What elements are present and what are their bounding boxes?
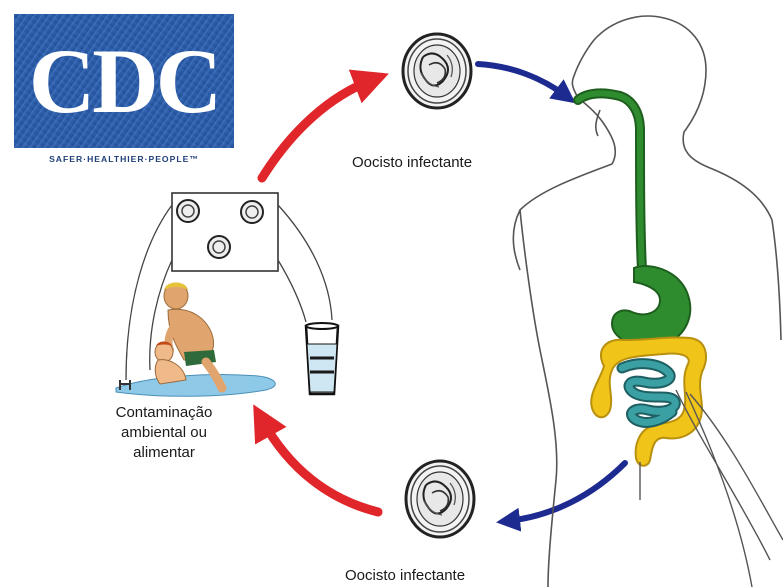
oocyst-bottom-icon (406, 461, 474, 537)
human-body-outline (513, 16, 781, 587)
environment-label-line-1: Contaminação (84, 403, 244, 423)
cdc-logo: CDC SAFER·HEALTHIER·PEOPLE™ (14, 14, 234, 164)
blue-arrow-to-mouth (478, 64, 566, 96)
glass-of-water-icon (306, 323, 338, 394)
oocyst-bottom-label: Oocisto infectante (345, 566, 465, 586)
cdc-logo-text: CDC (29, 30, 219, 132)
pool-water (116, 375, 275, 397)
oocyst-small-icon (241, 201, 263, 223)
contamination-scene (116, 193, 338, 396)
oocyst-top-label: Oocisto infectante (352, 153, 472, 173)
esophagus-stomach (578, 93, 690, 346)
environment-contamination-label: Contaminação ambiental ou alimentar (84, 403, 244, 463)
small-intestine (622, 364, 675, 423)
red-arrow-to-environment (262, 420, 378, 512)
cdc-logo-tagline: SAFER·HEALTHIER·PEOPLE™ (49, 154, 199, 164)
oocyst-small-icon (208, 236, 230, 258)
oocyst-small-icon (177, 200, 199, 222)
oocyst-top-icon (403, 34, 471, 108)
blue-arrow-from-intestine (508, 463, 625, 521)
environment-label-line-3: alimentar (84, 443, 244, 463)
environment-label-line-2: ambiental ou (84, 423, 244, 443)
